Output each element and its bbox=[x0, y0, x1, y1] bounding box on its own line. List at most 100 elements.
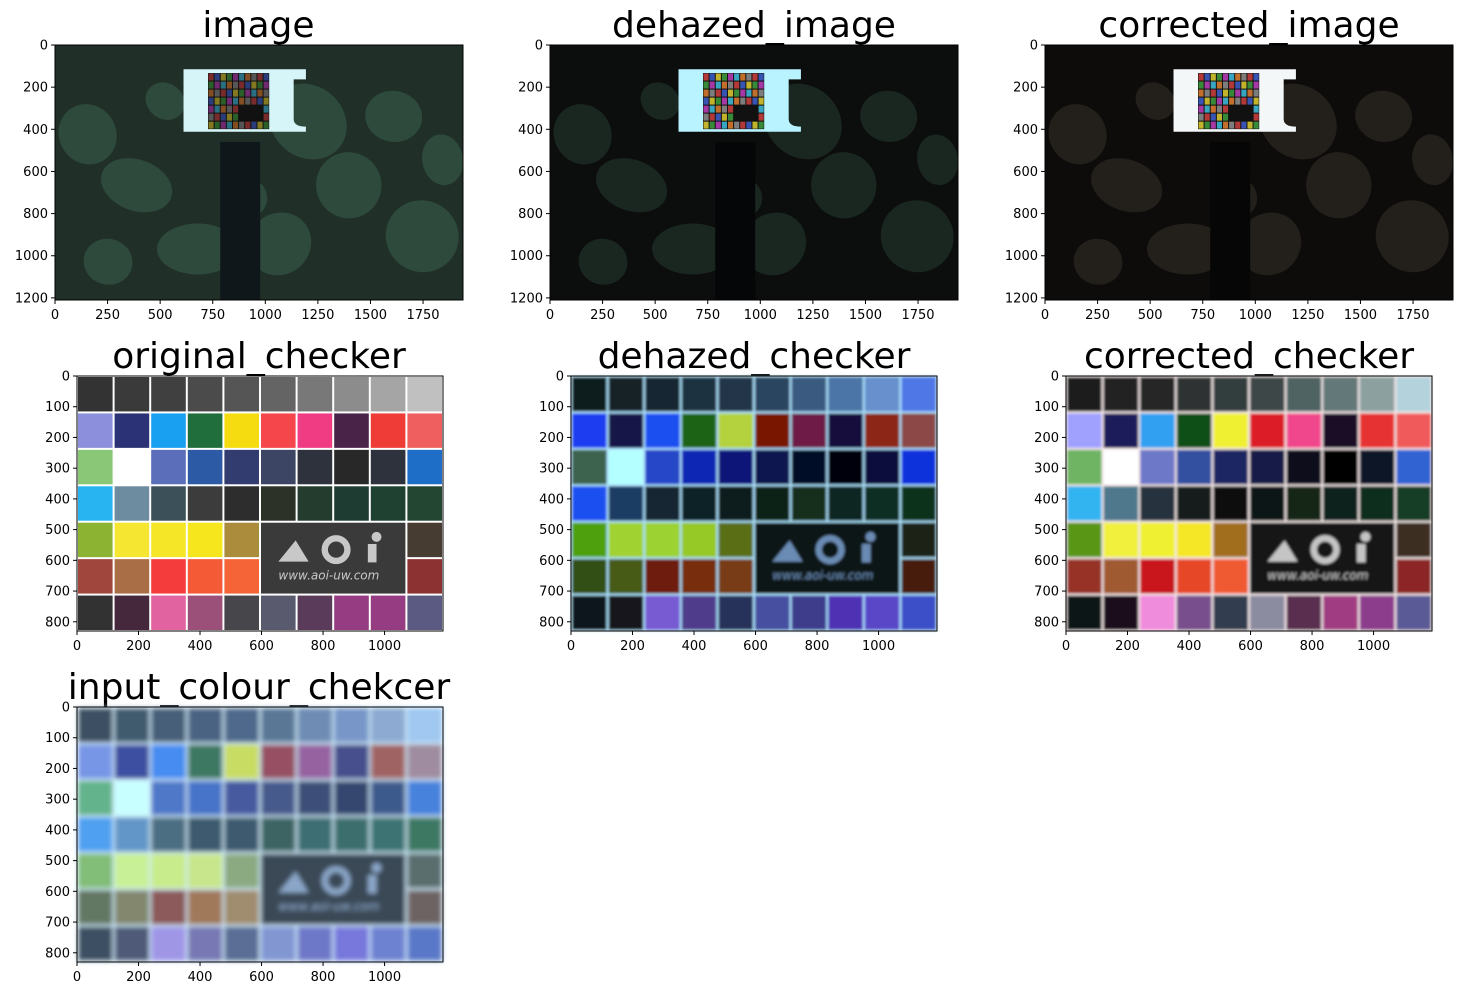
checker-patch bbox=[232, 97, 239, 105]
checker-patch bbox=[1247, 97, 1253, 105]
x-tick-label: 0 bbox=[1062, 639, 1070, 654]
checker-patch bbox=[220, 97, 226, 105]
color-patch bbox=[78, 780, 113, 816]
checker-patch bbox=[734, 97, 740, 105]
x-tick-label: 600 bbox=[249, 639, 274, 654]
checker-patch bbox=[1210, 89, 1216, 97]
checker-patch bbox=[721, 105, 727, 113]
checker-patch bbox=[746, 97, 752, 105]
checker-patch bbox=[1253, 105, 1259, 113]
color-patch bbox=[114, 890, 150, 925]
color-patch bbox=[297, 413, 333, 448]
color-patch bbox=[608, 486, 644, 521]
checker-patch bbox=[703, 81, 709, 89]
y-tick-label: 200 bbox=[539, 431, 564, 446]
color-patch bbox=[1140, 595, 1175, 630]
color-patch bbox=[407, 522, 442, 558]
x-tick-label: 200 bbox=[126, 970, 151, 985]
checker-patch bbox=[239, 81, 245, 89]
color-patch bbox=[1176, 595, 1212, 630]
color-patch bbox=[407, 486, 442, 521]
checker-patch bbox=[740, 73, 746, 81]
color-patch bbox=[1213, 377, 1248, 412]
color-patch bbox=[1359, 595, 1395, 630]
checker-patch bbox=[208, 97, 214, 105]
axes-frame bbox=[549, 44, 959, 301]
checker-patch bbox=[740, 89, 746, 97]
color-patch bbox=[261, 780, 296, 816]
color-patch bbox=[755, 486, 790, 521]
color-patch bbox=[572, 486, 607, 521]
checker-patch bbox=[1253, 73, 1259, 81]
color-patch bbox=[114, 486, 150, 521]
color-patch bbox=[78, 522, 113, 558]
color-patch bbox=[1323, 449, 1358, 485]
checker-patch bbox=[263, 105, 269, 113]
x-tick-label: 800 bbox=[805, 639, 830, 654]
y-tick-label: 600 bbox=[45, 885, 70, 900]
y-tick-label: 200 bbox=[45, 762, 70, 777]
color-patch bbox=[1067, 486, 1102, 521]
checker-patch bbox=[715, 73, 721, 81]
color-patch bbox=[608, 449, 644, 485]
color-patch bbox=[1396, 595, 1431, 630]
leaf-shape bbox=[1091, 158, 1163, 213]
aoi-logo bbox=[1267, 531, 1371, 565]
color-patch bbox=[187, 708, 223, 743]
axes-frame bbox=[570, 375, 938, 632]
color-patch bbox=[681, 413, 717, 448]
color-patch bbox=[224, 744, 259, 779]
color-patch bbox=[1213, 486, 1248, 521]
checker-patch bbox=[727, 105, 734, 113]
logo-i-stem bbox=[861, 543, 871, 563]
color-patch bbox=[407, 377, 442, 412]
checker-patch bbox=[1210, 73, 1216, 81]
checker-patch bbox=[1229, 121, 1235, 129]
checker-patch bbox=[1216, 113, 1222, 121]
x-tick-label: 500 bbox=[1138, 308, 1163, 323]
color-patch bbox=[1140, 522, 1175, 558]
leaf-shape bbox=[652, 223, 734, 275]
checker-patch bbox=[1204, 105, 1210, 113]
checker-patch bbox=[226, 81, 232, 89]
checker-patch bbox=[1204, 89, 1210, 97]
checker-patch bbox=[1216, 121, 1222, 129]
color-patch bbox=[407, 595, 442, 630]
color-patch bbox=[114, 377, 150, 412]
y-tick-label: 600 bbox=[1034, 554, 1059, 569]
x-tick-label: 400 bbox=[1177, 639, 1202, 654]
checker-patch bbox=[220, 81, 226, 89]
color-patch bbox=[1396, 522, 1431, 558]
y-tick-label: 400 bbox=[23, 123, 48, 138]
y-tick-label: 400 bbox=[518, 123, 543, 138]
checker-patch bbox=[1222, 81, 1229, 89]
checker-patch bbox=[1222, 113, 1229, 121]
color-patch bbox=[1396, 413, 1431, 448]
color-patch bbox=[901, 486, 936, 521]
y-tick-label: 0 bbox=[62, 370, 70, 385]
x-tick-label: 200 bbox=[620, 639, 645, 654]
scene-photo bbox=[550, 45, 958, 300]
y-tick-label: 800 bbox=[518, 207, 543, 222]
leaf-shape bbox=[1135, 82, 1175, 120]
color-patch bbox=[334, 449, 369, 485]
color-patch bbox=[224, 413, 259, 448]
y-tick-label: 500 bbox=[1034, 523, 1059, 538]
x-tick-label: 1000 bbox=[862, 639, 895, 654]
color-patch bbox=[261, 377, 296, 412]
checker-patch bbox=[703, 97, 709, 105]
checker-patch bbox=[226, 105, 232, 113]
x-tick-label: 400 bbox=[188, 970, 213, 985]
checker-patch bbox=[734, 121, 740, 129]
axes-frame bbox=[76, 706, 444, 963]
leaf-shape bbox=[1073, 238, 1123, 285]
color-patch bbox=[370, 595, 406, 630]
color-patch bbox=[114, 708, 150, 743]
checker-patch bbox=[257, 97, 263, 105]
color-patch bbox=[114, 817, 150, 852]
color-patch bbox=[114, 449, 150, 485]
logo-o-shape bbox=[815, 535, 845, 565]
color-patch bbox=[334, 744, 369, 779]
leaf-shape bbox=[553, 104, 612, 165]
checker-patch bbox=[746, 81, 752, 89]
